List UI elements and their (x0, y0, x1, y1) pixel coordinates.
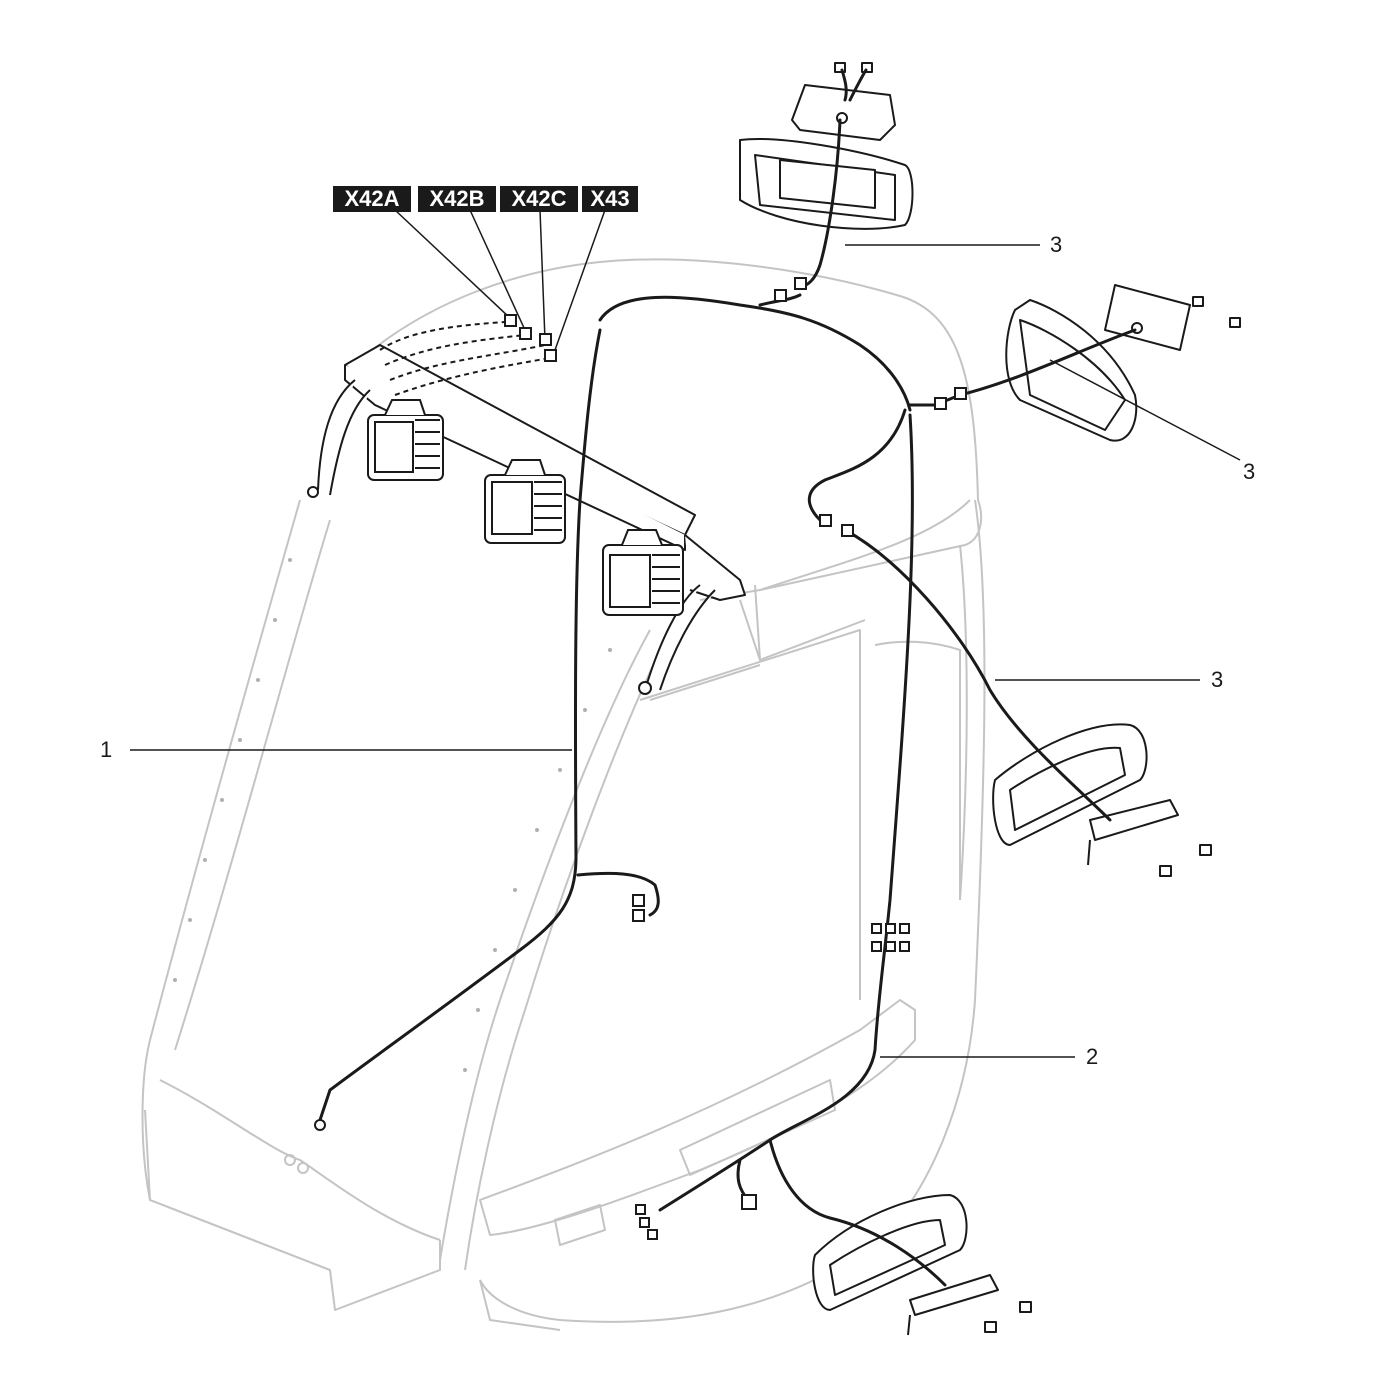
leader-lines (130, 209, 1241, 1058)
connector-label-x42c: X42C (500, 186, 578, 212)
right-lower-lamp (992, 723, 1212, 877)
callout-item-3-top: 3 (1050, 232, 1063, 257)
right-upper-lamp (1005, 284, 1241, 442)
connector-label-x43: X43 (582, 186, 638, 212)
callout-item-2: 2 (1086, 1044, 1099, 1069)
connector-label-x42b: X42B (418, 186, 496, 212)
callout-item-1: 1 (100, 737, 113, 762)
bottom-lamp (812, 1194, 1032, 1336)
top-lamp-assembly (739, 62, 914, 230)
work-lamp-middle (484, 459, 566, 544)
dashed-leads (379, 321, 551, 396)
work-lamp-right (602, 529, 684, 616)
callout-item-3-right-lower: 3 (1211, 667, 1224, 692)
cab-outline (141, 258, 986, 1331)
connectors (314, 277, 967, 1240)
work-lamp-left (367, 399, 444, 481)
pillar-rivets (173, 558, 612, 1072)
light-bar (307, 344, 746, 695)
harness-wires (318, 68, 1137, 1287)
connector-label-x42a: X42A (333, 186, 411, 212)
callout-item-3-right-upper: 3 (1243, 459, 1256, 484)
